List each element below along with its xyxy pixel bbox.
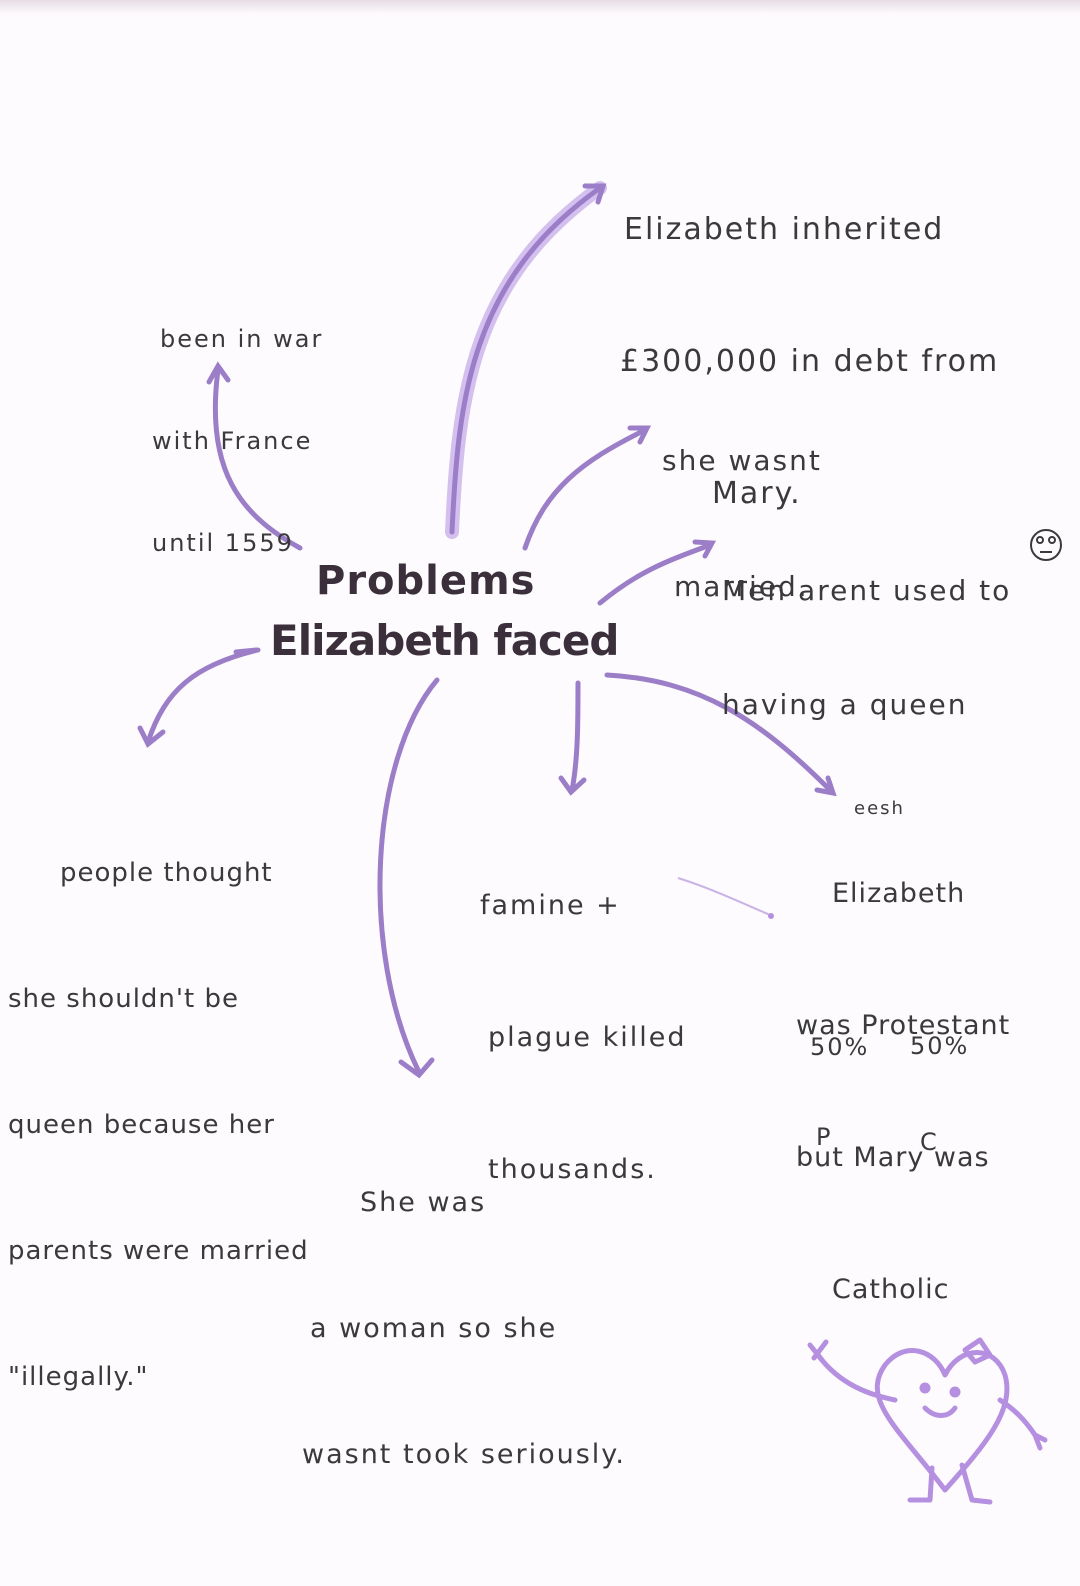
note-married-line: she wasnt <box>662 444 822 477</box>
catholic-percent: 50% <box>910 1032 970 1060</box>
note-debt: Elizabeth inherited £300,000 in debt fro… <box>620 120 999 560</box>
page-edge <box>0 0 1080 14</box>
arrow-to-parents <box>145 647 261 745</box>
note-men-line: eesh <box>854 798 905 819</box>
arrow-to-married <box>522 427 648 551</box>
arrowhead-men <box>692 539 717 559</box>
note-debt-line: Mary. <box>712 476 802 511</box>
protestant-percent: 50% <box>810 1033 870 1061</box>
arrow-to-religion <box>604 672 833 793</box>
arrow-to-men <box>597 542 713 606</box>
center-dash <box>233 647 259 655</box>
note-married-line: married. <box>674 570 809 603</box>
religion-split-protestant: 50% P <box>810 972 869 1182</box>
note-debt-line: £300,000 in debt from <box>620 344 1000 379</box>
protestant-letter: P <box>816 1123 833 1151</box>
note-married: she wasnt married. <box>662 356 822 650</box>
note-parents: people thought she shouldn't be queen be… <box>8 768 309 1440</box>
note-parents-line: people thought <box>60 858 273 888</box>
note-men-line: Men arent used to <box>722 574 1012 607</box>
connector-famine-religion <box>677 877 771 916</box>
note-woman: She was a woman so she wasnt took seriou… <box>302 1098 626 1518</box>
note-parents-line: "illegally." <box>8 1362 149 1392</box>
arrowhead-famine <box>558 775 587 796</box>
arrow-to-woman <box>377 677 440 1073</box>
note-debt-line: Elizabeth inherited <box>624 212 945 247</box>
arrowhead-married <box>627 425 652 445</box>
arrowhead-religion <box>814 775 837 797</box>
emoji-face-icon <box>1030 529 1062 561</box>
arrow-to-debt <box>449 185 603 535</box>
note-famine-line: thousands. <box>488 1154 657 1185</box>
note-famine-line: famine + <box>480 890 621 921</box>
note-religion-line: was Protestant <box>796 1010 1011 1041</box>
note-men-line: having a queen <box>722 688 968 721</box>
note-war-line: with France <box>152 427 313 455</box>
arrowhead-parents <box>137 725 166 748</box>
catholic-letter: C <box>920 1128 939 1156</box>
note-famine-line: plague killed <box>488 1022 687 1053</box>
religion-split-catholic: 50% C <box>910 966 969 1190</box>
arrowhead-war <box>206 361 231 385</box>
arrow-to-famine <box>569 680 581 793</box>
note-religion-line: but Mary was <box>796 1142 990 1173</box>
note-woman-line: wasnt took seriously. <box>302 1439 627 1470</box>
arrowhead-debt <box>582 183 607 205</box>
note-famine: famine + plague killed thousands. <box>480 796 687 1236</box>
center-title-line2: Elizabeth faced <box>270 616 619 665</box>
note-war: been in war with France until 1559 <box>152 254 323 594</box>
note-men: Men arent used to having a queen eesh <box>722 496 1011 856</box>
note-religion: Elizabeth was Protestant but Mary was Ca… <box>796 784 1010 1356</box>
note-war-line: until 1559 <box>152 529 294 557</box>
note-war-line: been in war <box>160 325 324 353</box>
note-religion-line: Catholic <box>832 1274 950 1305</box>
center-title-line1: Problems <box>316 558 536 604</box>
note-parents-line: she shouldn't be <box>8 984 240 1014</box>
note-woman-line: a woman so she <box>310 1313 558 1344</box>
arrowhead-woman <box>398 1057 435 1079</box>
heart-doodle-icon <box>807 1337 1048 1505</box>
note-woman-line: She was <box>360 1187 487 1218</box>
note-parents-line: queen because her <box>8 1110 275 1140</box>
arrow-to-war <box>212 367 303 551</box>
note-parents-line: parents were married <box>8 1236 309 1266</box>
note-religion-line: Elizabeth <box>832 878 966 909</box>
